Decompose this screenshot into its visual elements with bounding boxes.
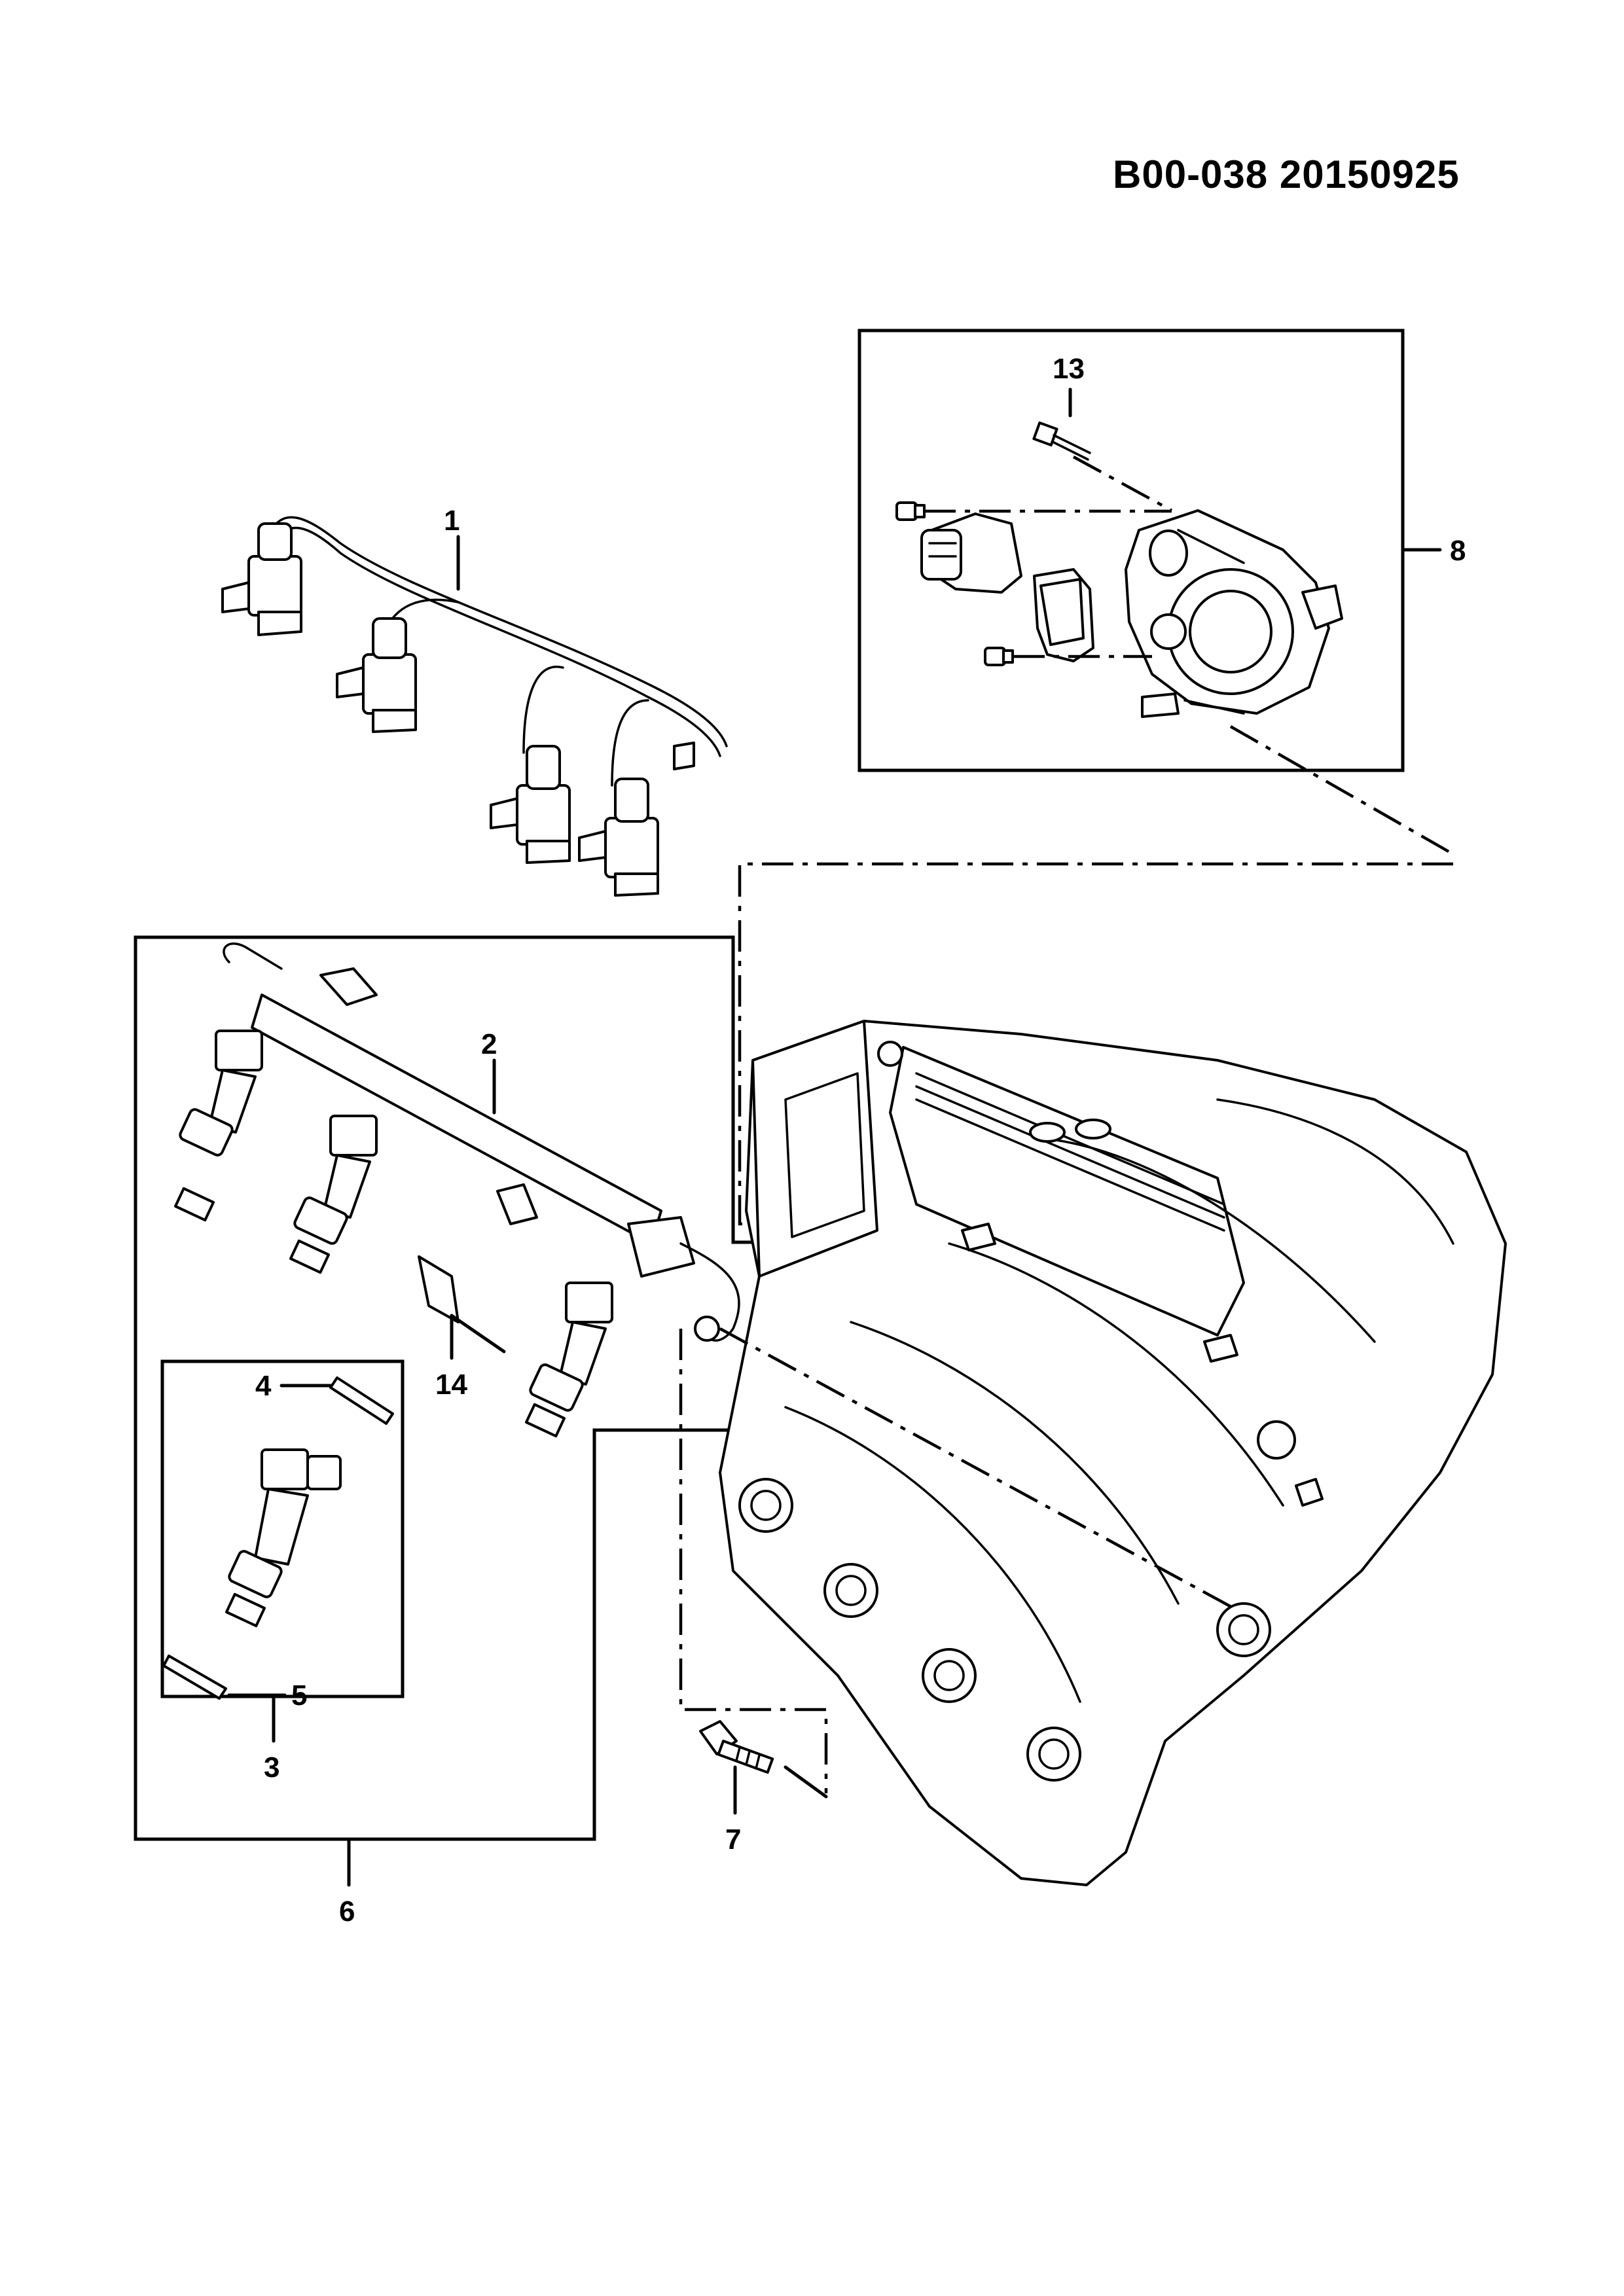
callout-6: 6 (339, 1895, 355, 1928)
rail-to-manifold-guides (679, 1327, 1238, 1793)
screw-small-lower (984, 647, 1014, 666)
throttle-body (1125, 509, 1343, 718)
harness-clip (673, 742, 695, 770)
seal-14 (418, 1255, 506, 1360)
callout-14: 14 (435, 1369, 467, 1401)
o-ring-5 (162, 1655, 227, 1700)
callout-2: 2 (481, 1028, 497, 1060)
callout-1: 1 (444, 505, 460, 537)
callout-7: 7 (725, 1823, 741, 1856)
intake-manifold (719, 1020, 1507, 1886)
o-ring-4 (329, 1376, 394, 1425)
fuel-injector-kit (225, 1448, 342, 1628)
fuel-injector-3 (525, 1282, 613, 1438)
guide-13 (1072, 456, 1173, 512)
leader-14-a (450, 1314, 506, 1354)
throttle-position-sensor (920, 512, 1022, 594)
callout-13: 13 (1053, 353, 1085, 385)
fuel-injector-2 (289, 1115, 378, 1274)
harness-connector-3 (490, 745, 571, 864)
harness-connector-2 (336, 617, 417, 733)
callout-8: 8 (1450, 535, 1466, 567)
callout-4: 4 (255, 1370, 272, 1402)
screw-13 (1032, 421, 1091, 461)
idle-air-control-actuator (1033, 568, 1094, 662)
fuel-injector-1 (174, 1030, 263, 1222)
throttle-body-group: 8 13 (857, 329, 1466, 772)
document-code: B00-038 20150925 (1113, 152, 1460, 196)
injector-wiring-harness: 1 (221, 505, 728, 897)
callout-5: 5 (291, 1679, 307, 1712)
harness-connector-4 (578, 778, 659, 897)
bolt-7 (699, 1720, 828, 1799)
harness-connector-1 (221, 522, 302, 636)
fuel-rail-group: 6 2 (134, 935, 771, 1928)
fuel-rail (223, 942, 740, 1342)
throttle-to-manifold-guide (738, 725, 1454, 1226)
callout-3: 3 (264, 1751, 280, 1784)
screw-small-upper (895, 501, 926, 521)
